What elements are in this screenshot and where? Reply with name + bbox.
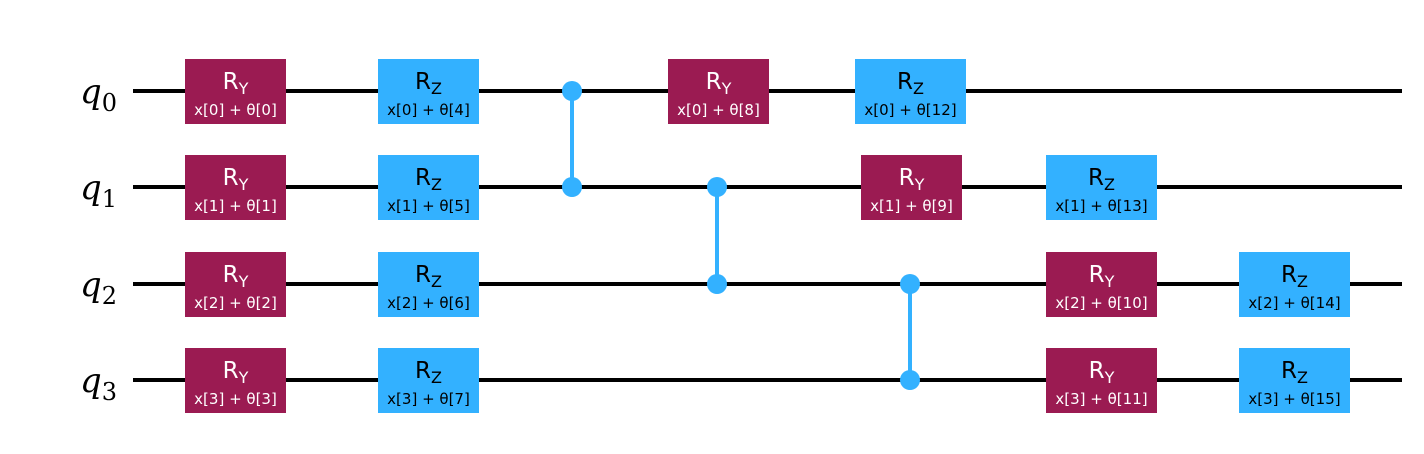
gate-parameter: x[1] + θ[5]	[387, 197, 470, 215]
gate-parameter: x[2] + θ[6]	[387, 294, 470, 312]
gate-box	[668, 59, 769, 124]
gate-name: RY	[1089, 262, 1115, 291]
cz-gate-2	[900, 274, 920, 390]
ry-gate-12: RY x[2] + θ[10]	[1046, 252, 1157, 317]
cz-control-dot	[707, 177, 727, 197]
gate-box	[1046, 252, 1157, 317]
gate-parameter: x[1] + θ[1]	[194, 197, 277, 215]
gate-parameter: x[2] + θ[14]	[1248, 294, 1340, 312]
qubit-label-3: q3	[80, 361, 117, 406]
gate-parameter: x[3] + θ[11]	[1055, 390, 1147, 408]
gate-box	[1046, 155, 1157, 220]
gate-box	[378, 252, 479, 317]
rz-gate-6: RZ x[2] + θ[6]	[378, 252, 479, 317]
ry-gate-3: RY x[3] + θ[3]	[185, 348, 286, 413]
rz-gate-11: RZ x[1] + θ[13]	[1046, 155, 1157, 220]
qubit-labels: q0 q1 q2 q3	[80, 72, 117, 406]
gate-parameter: x[0] + θ[0]	[194, 101, 277, 119]
rz-gate-4: RZ x[0] + θ[4]	[378, 59, 479, 124]
qubit-label-1: q1	[80, 168, 117, 213]
gate-box	[185, 155, 286, 220]
gate-parameter: x[0] + θ[12]	[864, 101, 956, 119]
gate-box	[185, 59, 286, 124]
gate-name: RY	[899, 165, 925, 194]
rz-gate-9: RZ x[0] + θ[12]	[855, 59, 966, 124]
gate-name: RY	[223, 262, 249, 291]
ry-gate-0: RY x[0] + θ[0]	[185, 59, 286, 124]
cz-control-dot	[562, 81, 582, 101]
cz-gate-0	[562, 81, 582, 197]
gate-name: RY	[1089, 358, 1115, 387]
gate-name: RY	[706, 69, 732, 98]
gate-box	[1239, 348, 1350, 413]
qubit-label-2: q2	[80, 265, 117, 310]
gate-box	[378, 155, 479, 220]
rz-gate-7: RZ x[3] + θ[7]	[378, 348, 479, 413]
qubit-label-0: q0	[80, 72, 117, 117]
rz-gate-5: RZ x[1] + θ[5]	[378, 155, 479, 220]
cz-gate-1	[707, 177, 727, 294]
gate-name: RZ	[1281, 262, 1308, 291]
gate-name: RY	[223, 165, 249, 194]
gate-box	[1239, 252, 1350, 317]
gate-parameter: x[3] + θ[3]	[194, 390, 277, 408]
gate-parameter: x[2] + θ[10]	[1055, 294, 1147, 312]
qubit-wires	[133, 89, 1402, 382]
rotation-gates: RYx[0] + θ[0]RYx[1] + θ[1]RYx[2] + θ[2]R…	[185, 59, 1350, 413]
gate-box	[855, 59, 966, 124]
gate-box	[1046, 348, 1157, 413]
rz-gate-14: RZ x[2] + θ[14]	[1239, 252, 1350, 317]
gate-box	[185, 348, 286, 413]
gate-name: RZ	[415, 262, 442, 291]
gate-parameter: x[3] + θ[7]	[387, 390, 470, 408]
gate-name: RZ	[415, 69, 442, 98]
ry-gate-2: RY x[2] + θ[2]	[185, 252, 286, 317]
ry-gate-1: RY x[1] + θ[1]	[185, 155, 286, 220]
gate-name: RZ	[415, 358, 442, 387]
gate-name: RZ	[1281, 358, 1308, 387]
gate-parameter: x[1] + θ[9]	[870, 197, 953, 215]
cz-control-dot	[900, 274, 920, 294]
gate-parameter: x[2] + θ[2]	[194, 294, 277, 312]
cz-gates	[562, 81, 920, 390]
gate-box	[378, 59, 479, 124]
gate-name: RY	[223, 358, 249, 387]
cz-target-dot	[707, 274, 727, 294]
ry-gate-13: RY x[3] + θ[11]	[1046, 348, 1157, 413]
cz-target-dot	[562, 177, 582, 197]
rz-gate-15: RZ x[3] + θ[15]	[1239, 348, 1350, 413]
gate-parameter: x[3] + θ[15]	[1248, 390, 1340, 408]
gate-parameter: x[0] + θ[4]	[387, 101, 470, 119]
gate-name: RZ	[415, 165, 442, 194]
gate-box	[378, 348, 479, 413]
gate-parameter: x[0] + θ[8]	[677, 101, 760, 119]
gate-parameter: x[1] + θ[13]	[1055, 197, 1147, 215]
cz-target-dot	[900, 370, 920, 390]
gate-name: RZ	[897, 69, 924, 98]
gate-name: RZ	[1088, 165, 1115, 194]
ry-gate-10: RY x[1] + θ[9]	[861, 155, 962, 220]
gate-box	[185, 252, 286, 317]
gate-box	[861, 155, 962, 220]
gate-name: RY	[223, 69, 249, 98]
ry-gate-8: RY x[0] + θ[8]	[668, 59, 769, 124]
